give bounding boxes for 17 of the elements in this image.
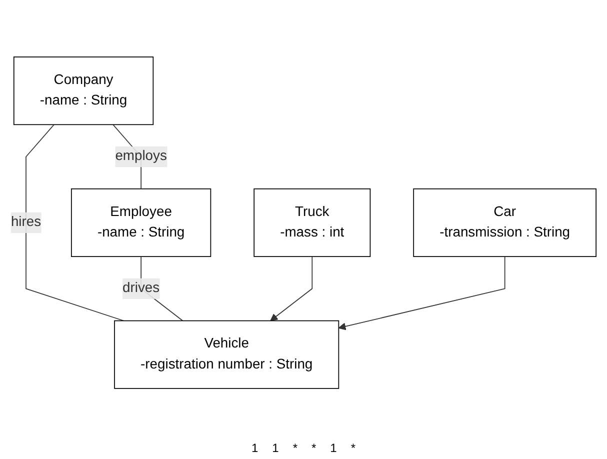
node-box: Vehicle -registration number : String [114, 320, 340, 389]
multiplicity-label: * [312, 441, 316, 455]
multiplicity-label: 1 [251, 441, 258, 455]
edge-label: hires [10, 214, 42, 230]
node-box: Company -name : String [13, 56, 154, 125]
node-box: Car -transmission : String [413, 188, 596, 257]
multiplicity-label: * [292, 441, 298, 455]
edge-label: employs [115, 148, 167, 164]
node-box: Truck -mass : int [254, 188, 371, 257]
multiplicity-label: 1 [330, 441, 337, 455]
node-box: Employee -name : String [70, 188, 212, 257]
arrow [270, 256, 313, 321]
connector [26, 124, 124, 321]
multiplicity-label: * [350, 441, 356, 455]
multiplicity-label: 1 [272, 441, 279, 455]
edge-label: drives [122, 280, 160, 296]
arrow [338, 256, 506, 330]
